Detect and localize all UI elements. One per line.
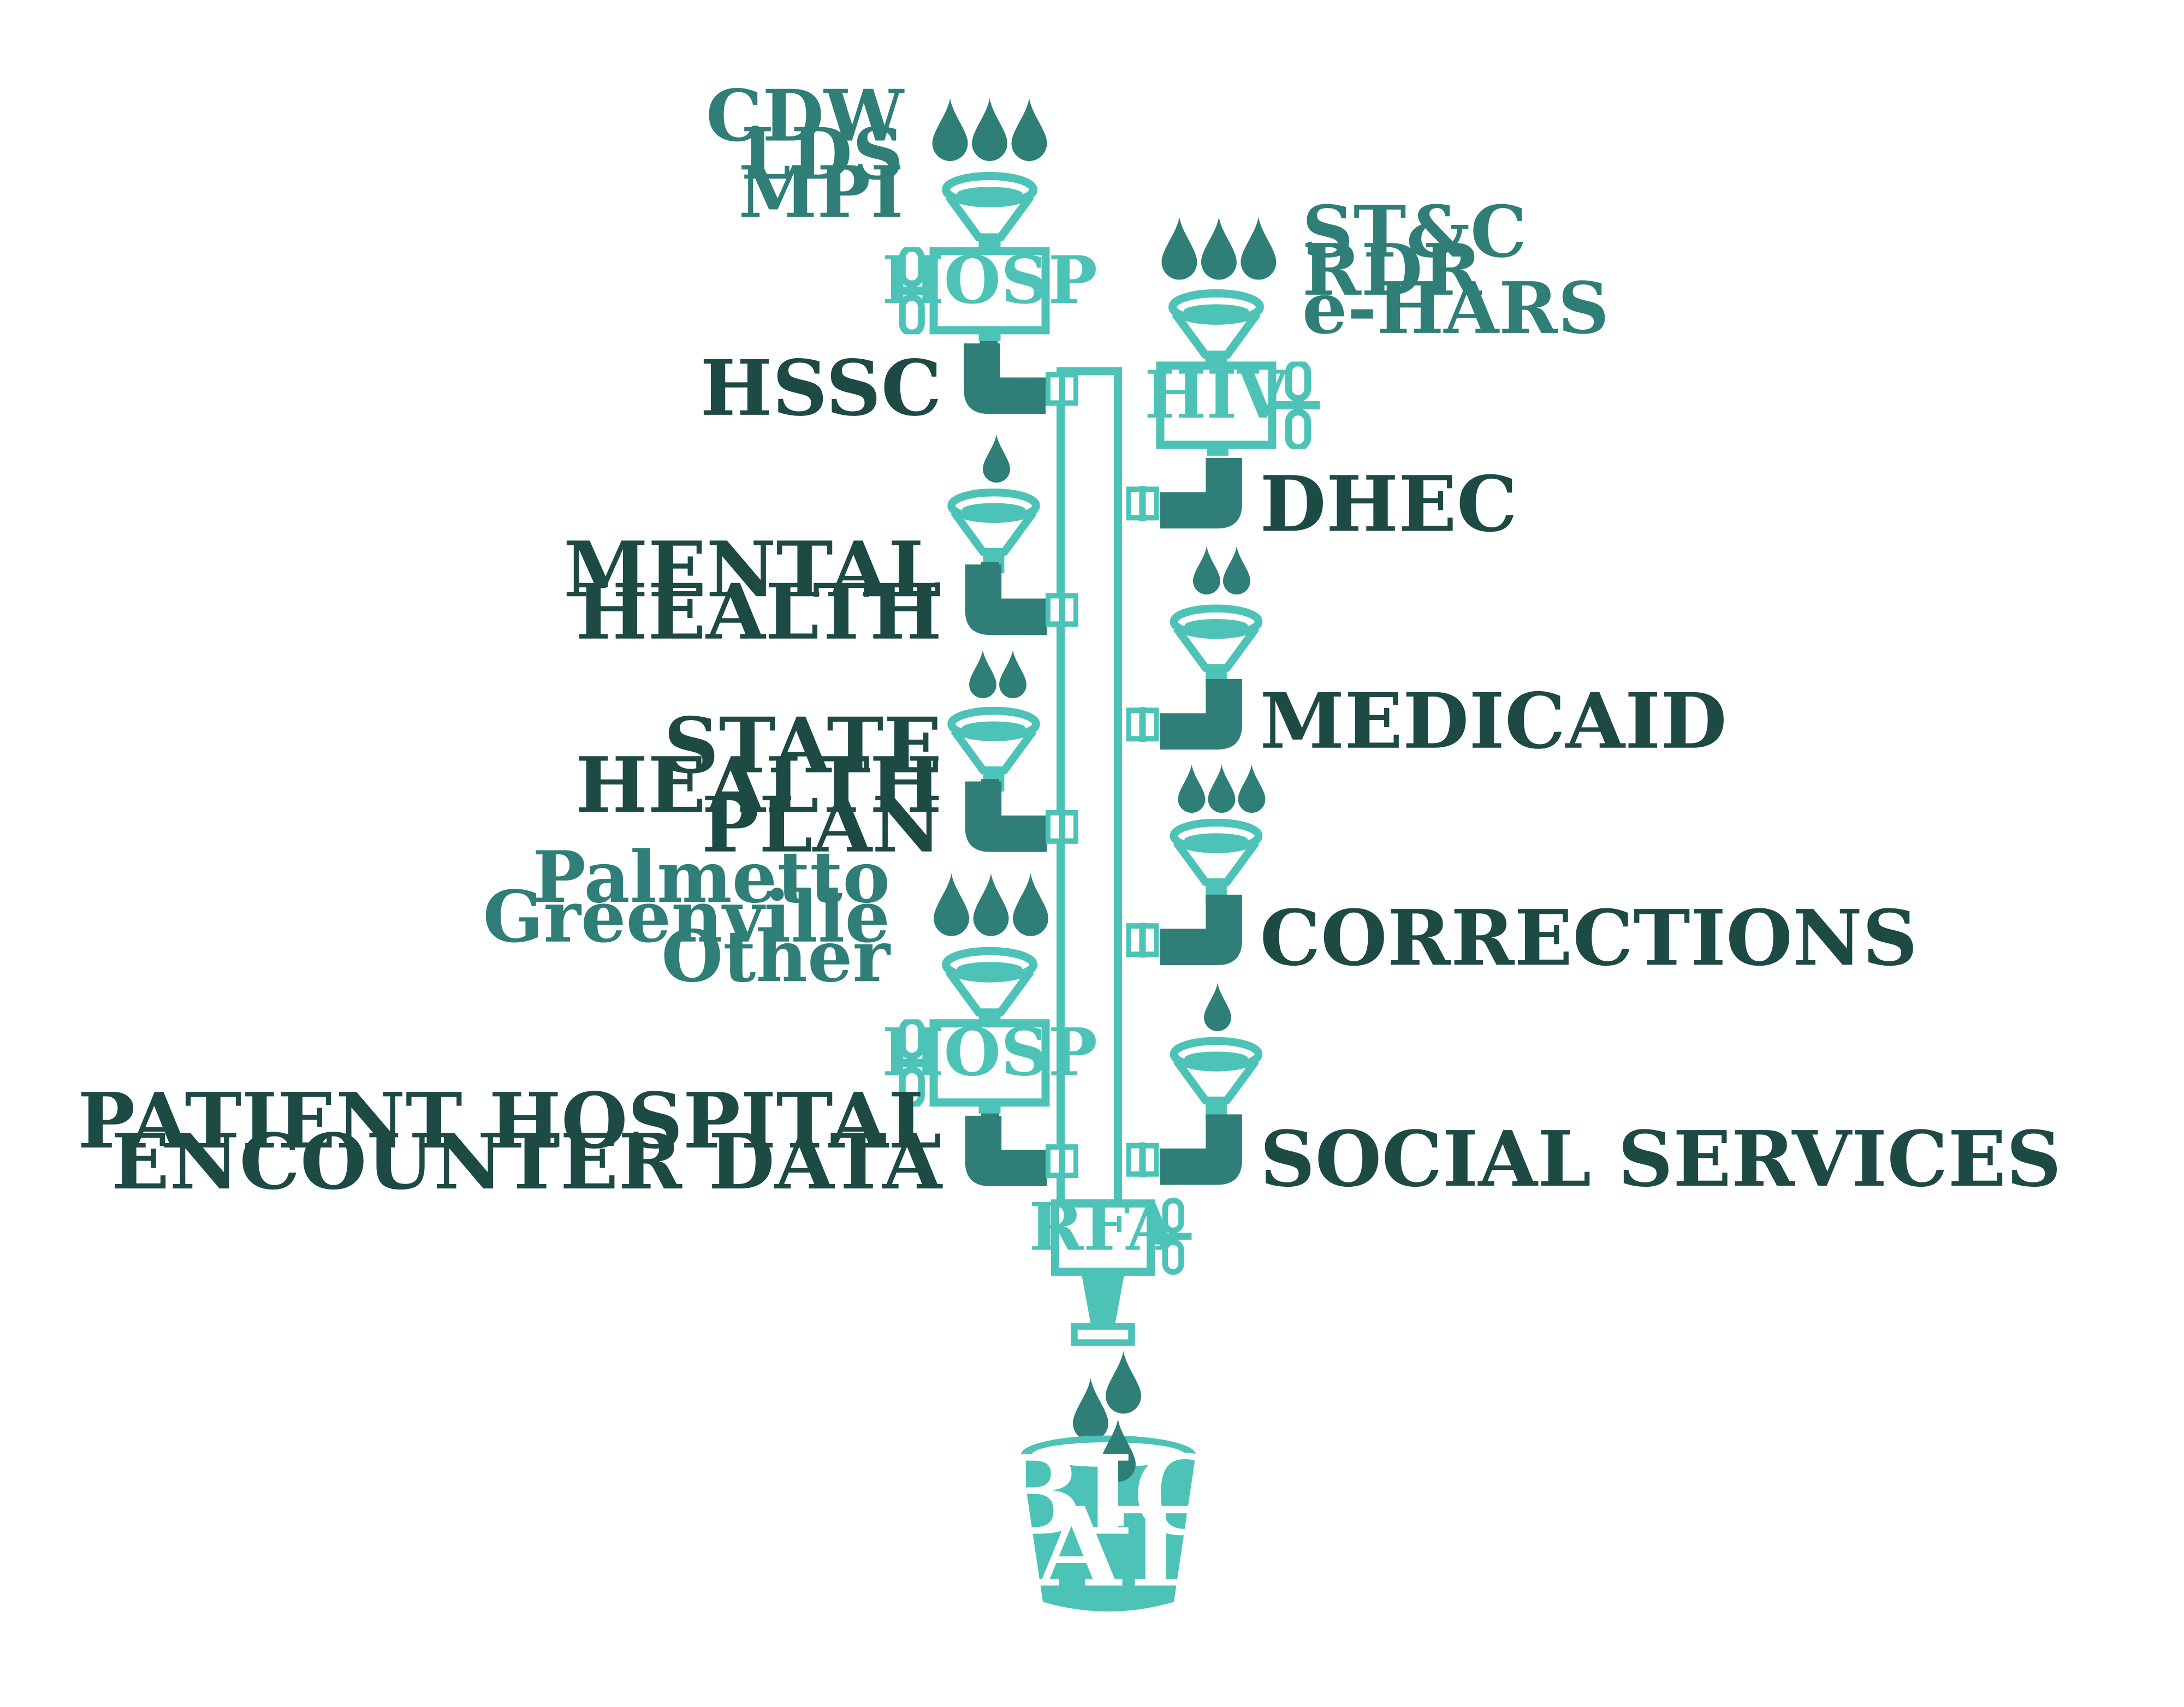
label-medicaid: MEDICAID <box>1260 677 1726 766</box>
nozzle <box>1081 1271 1125 1324</box>
pipe-coupler <box>1048 1144 1076 1179</box>
funnel-icon <box>1174 823 1259 903</box>
bucket-label-line1: BIG <box>990 1432 1226 1560</box>
pipe-coupler <box>1128 1143 1156 1177</box>
source-mpi: MPI <box>739 150 904 234</box>
source-palmetto: Palmetto <box>532 835 890 919</box>
drop-icon <box>1105 1351 1141 1414</box>
source-cdw: CDW <box>706 74 905 157</box>
drop-icon <box>1201 217 1237 280</box>
pipe-coupler <box>1128 707 1156 742</box>
drop-icon <box>969 650 997 699</box>
hiv-box-label: HIV <box>1144 356 1289 433</box>
rfa-valve: RFA <box>1029 1189 1192 1346</box>
state-health-plan-source: STATE HEALTH PLAN <box>575 650 1076 870</box>
label-state-health-plan-line1: STATE <box>664 701 942 791</box>
label-hssc: HSSC <box>700 344 942 433</box>
drop-icon <box>973 873 1009 936</box>
patient-hospital-source: Palmetto Greenville Other HOSP PATIENT H… <box>78 835 1097 1207</box>
drop-icon <box>1011 98 1047 161</box>
pipe-elbow-icon <box>1160 894 1242 966</box>
valve-handle-icon <box>1284 363 1320 448</box>
pipe-coupler <box>1048 810 1076 844</box>
pipe-coupler <box>1048 371 1076 406</box>
source-rdr: RDR <box>1302 228 1482 312</box>
pipe-elbow-icon <box>965 562 1047 635</box>
funnel-icon <box>951 492 1036 573</box>
bucket-label-line2: DATA <box>942 1484 1277 1612</box>
pipe-elbow-icon <box>1160 679 1242 750</box>
drop-icon <box>1178 764 1206 813</box>
hssc-source: CDW LDS MPI HOSP HSSC <box>700 74 1097 433</box>
pipe-elbow-icon <box>964 341 1046 414</box>
drop-icon <box>1208 764 1236 813</box>
pipe-elbow-icon <box>965 1113 1047 1186</box>
pipe-elbow-icon <box>1160 458 1242 529</box>
source-other: Other <box>661 914 891 998</box>
pipe-elbow-icon <box>965 779 1047 852</box>
nozzle-tip <box>1071 1323 1135 1346</box>
label-mental-health-line1: MENTAL <box>563 525 942 615</box>
drop-icon <box>1013 873 1049 936</box>
drop-icon <box>1241 217 1277 280</box>
drop-icon <box>932 98 968 161</box>
social-services-source: SOCIAL SERVICES <box>1128 983 2061 1204</box>
drop-icon <box>983 434 1011 483</box>
dhec-source: ST&C RDR e-HARS HIV DHEC <box>1128 190 1609 549</box>
pipe-elbow-icon <box>1160 1114 1242 1185</box>
label-state-health-plan-line2: HEALTH <box>575 741 942 830</box>
mental-health-source: MENTAL HEALTH <box>563 434 1076 657</box>
label-corrections: CORRECTIONS <box>1260 894 1918 983</box>
rfa-label: RFA <box>1029 1189 1178 1266</box>
corrections-source: CORRECTIONS <box>1128 764 1918 983</box>
label-dhec: DHEC <box>1260 460 1517 549</box>
label-state-health-plan-line3: PLAN <box>702 781 942 870</box>
source-e-hars: e-HARS <box>1302 266 1609 350</box>
medicaid-source: MEDICAID <box>1128 546 1727 766</box>
drop-icon <box>972 98 1008 161</box>
label-patient-hospital-line2: ENCOUNTER DATA <box>111 1117 943 1207</box>
label-patient-hospital-line1: PATIENT HOSPITAL <box>78 1076 942 1166</box>
drop-icon <box>1203 983 1231 1031</box>
drop-icon <box>1238 764 1266 813</box>
source-lds: LDS <box>741 112 904 195</box>
source-greenville: Greenville <box>483 875 890 959</box>
funnel-icon <box>1174 1041 1259 1122</box>
big-data-bucket: BIG DATA <box>942 1419 1277 1612</box>
valve-handle-icon <box>1161 1200 1191 1272</box>
funnel-icon <box>1174 609 1259 689</box>
drop-icon <box>1222 546 1250 595</box>
bucket-icon <box>1021 1454 1196 1612</box>
hosp-box <box>929 1019 1050 1107</box>
drop-icon <box>999 650 1027 699</box>
pipe-coupler <box>1128 486 1156 521</box>
label-mental-health-line2: HEALTH <box>575 568 942 657</box>
drop-icon <box>1161 217 1197 280</box>
drop-icon <box>1192 546 1220 595</box>
drop-icon <box>934 873 970 936</box>
source-stc: ST&C <box>1302 190 1527 273</box>
label-social-services: SOCIAL SERVICES <box>1260 1115 2061 1204</box>
pipe-coupler <box>1128 923 1156 957</box>
pipe-coupler <box>1048 592 1076 627</box>
